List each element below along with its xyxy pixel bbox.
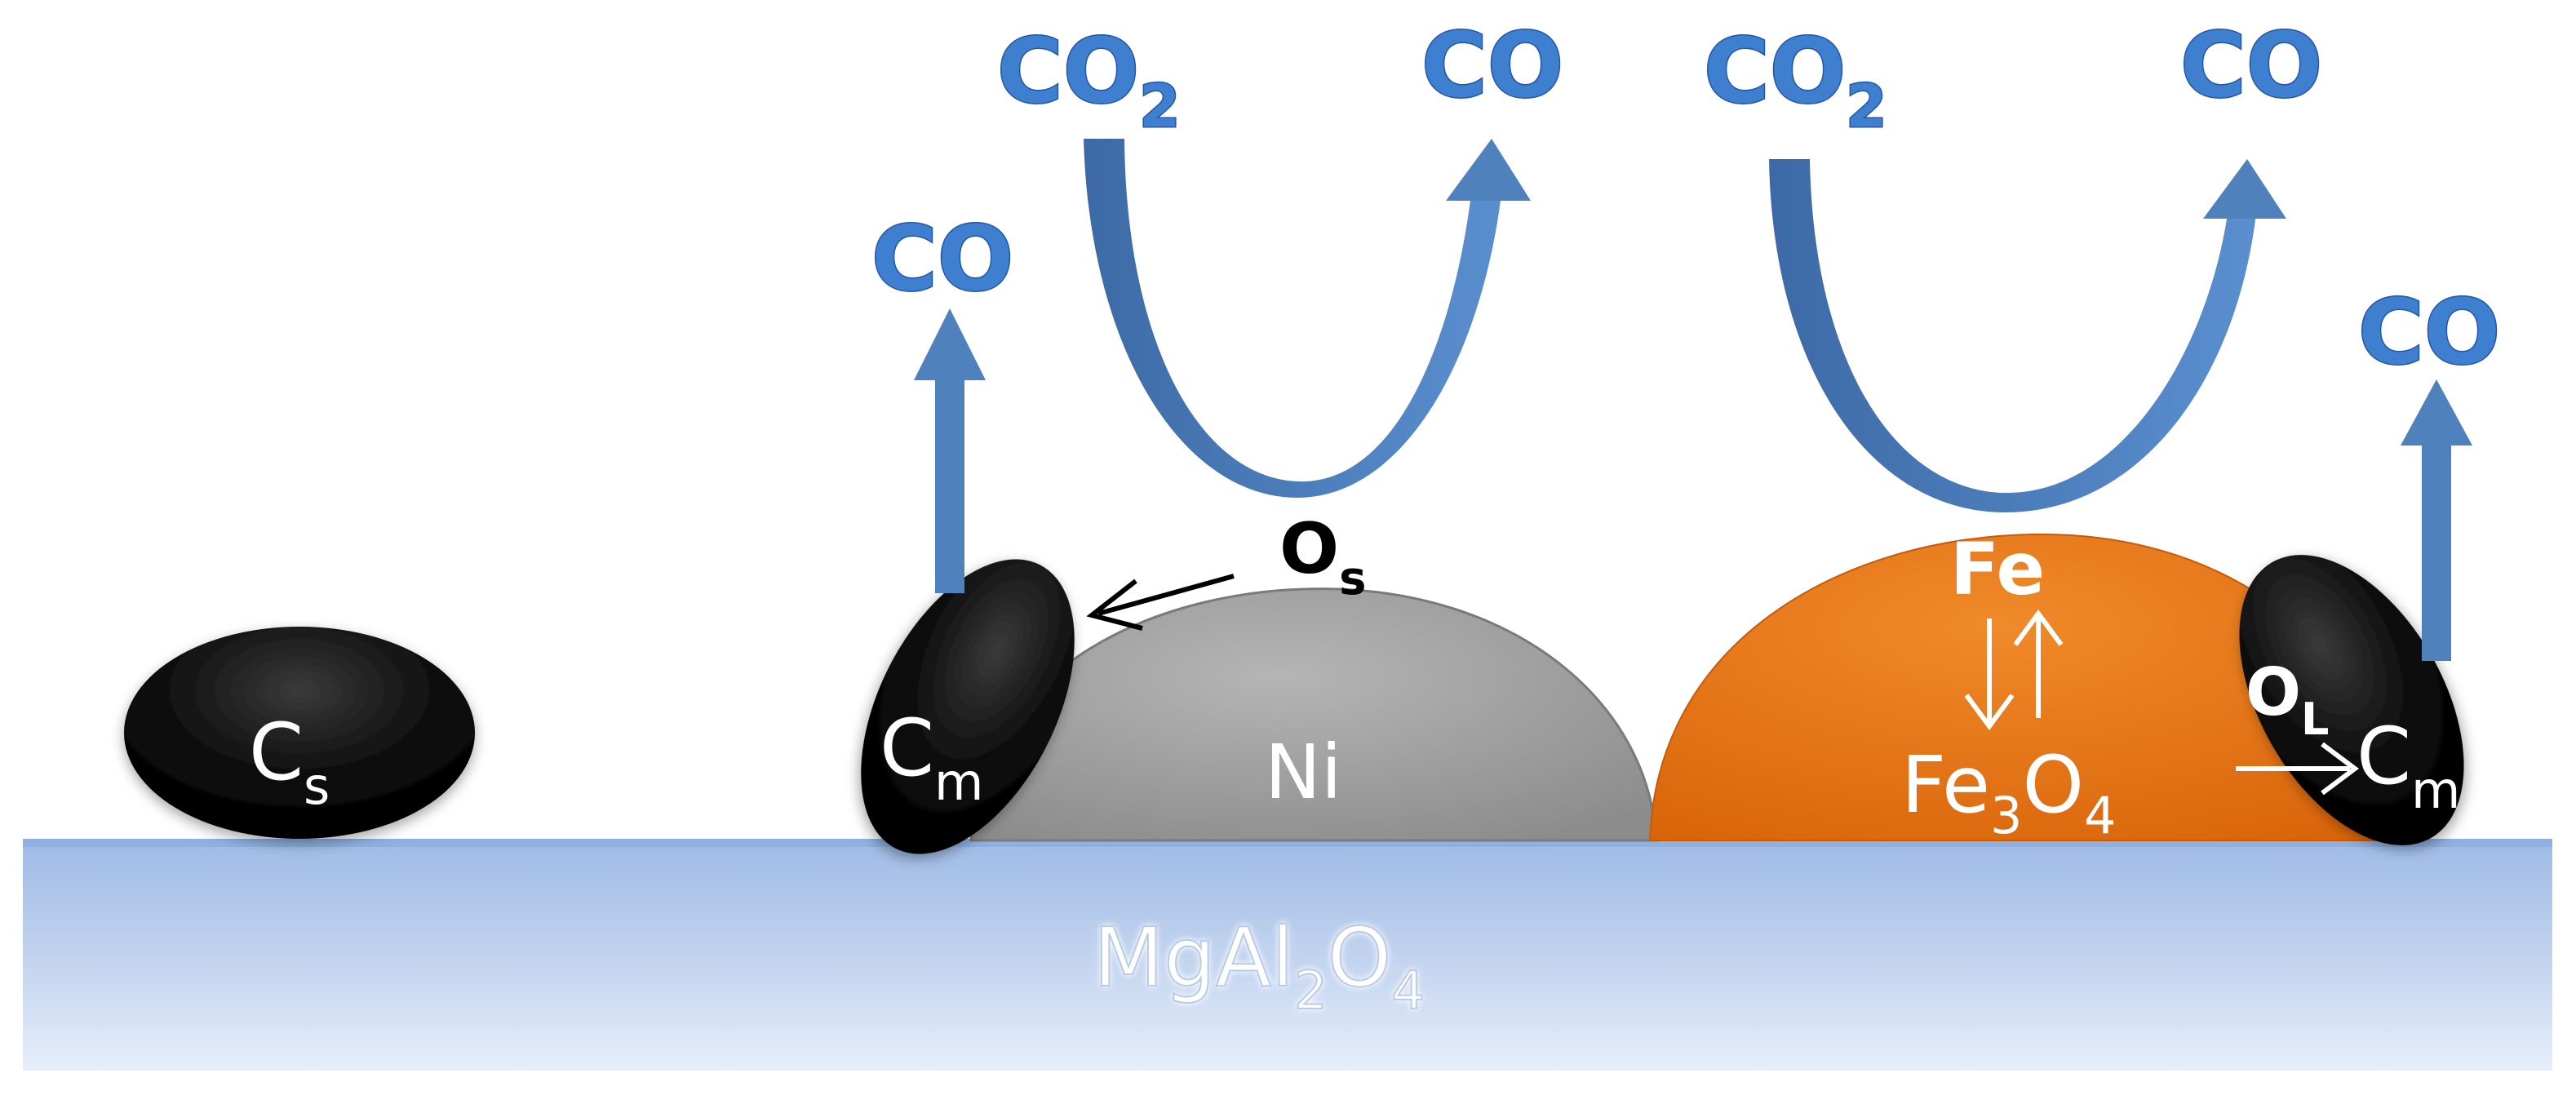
- cm-right-label: Cm: [2357, 711, 2460, 820]
- ni-label: Ni: [1265, 729, 1341, 816]
- co-label-left: CO: [871, 206, 1013, 311]
- u-arrow-fe: [1769, 159, 2286, 513]
- arrow-up-left: [914, 308, 986, 593]
- substrate-label: MgAl2O4: [1093, 910, 1425, 1022]
- co-label-right: CO: [2358, 280, 2500, 384]
- carbon-cs-particle: [124, 627, 475, 839]
- co-label-ni: CO: [1421, 13, 1563, 117]
- cs-label: Cs: [249, 707, 330, 816]
- fe-label: Fe: [1950, 527, 2045, 611]
- os-label: Os: [1279, 508, 1366, 605]
- fe-redox-arrows: [1964, 609, 2064, 731]
- co2-label-fe: CO2: [1704, 19, 1887, 140]
- ol-label: OL: [2246, 654, 2329, 745]
- substrate-top-edge: [23, 839, 2552, 847]
- arrow-up-right: [2401, 379, 2472, 661]
- co2-label-ni: CO2: [997, 19, 1180, 140]
- carbon-cm-left-particle: [861, 559, 1075, 854]
- co-label-fe: CO: [2180, 13, 2322, 117]
- os-arrow: [1086, 574, 1235, 631]
- ol-arrow: [2236, 742, 2359, 796]
- fe3o4-label: Fe3O4: [1901, 739, 2117, 845]
- substrate-slab: [23, 842, 2552, 1071]
- carbon-cm-right-particle: [2239, 555, 2464, 845]
- cm-left-label: Cm: [880, 703, 983, 812]
- u-arrow-ni: [1084, 139, 1531, 498]
